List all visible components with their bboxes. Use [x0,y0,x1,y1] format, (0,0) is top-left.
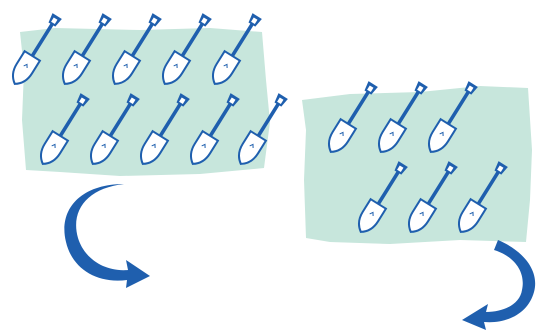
curved-arrow-icon [64,184,150,288]
curved-arrow-icon [462,240,535,330]
